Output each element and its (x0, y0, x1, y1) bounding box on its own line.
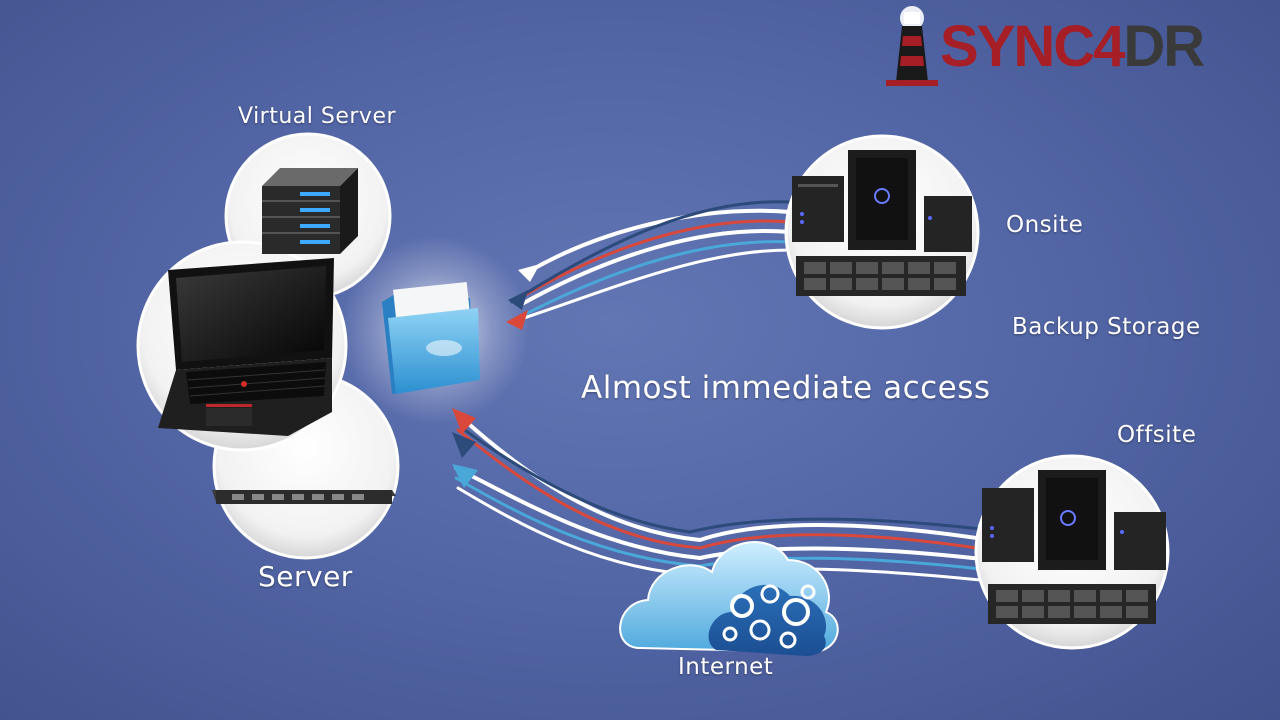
server-label: Server (258, 560, 353, 593)
rack-server-icon (212, 490, 396, 504)
logo-sync-text: SYNC4 (940, 14, 1123, 79)
offsite-arrows (452, 408, 990, 580)
logo: SYNC4DR (884, 4, 1216, 88)
logo-dr-text: DR (1123, 14, 1203, 79)
lighthouse-icon (884, 4, 940, 88)
server-rack-icon (262, 168, 358, 254)
offsite-label: Offsite (1117, 422, 1196, 448)
internet-label: Internet (678, 654, 773, 680)
folder-icon (382, 282, 480, 394)
onsite-arrows (506, 202, 790, 330)
laptop-icon (158, 258, 334, 436)
arrow-head-white (518, 264, 540, 282)
virtual-server-label: Virtual Server (238, 104, 396, 129)
access-caption: Almost immediate access (581, 370, 991, 406)
backup-storage-label: Backup Storage (1012, 314, 1201, 340)
logo-text: SYNC4DR (940, 18, 1203, 76)
onsite-label: Onsite (1006, 212, 1083, 238)
